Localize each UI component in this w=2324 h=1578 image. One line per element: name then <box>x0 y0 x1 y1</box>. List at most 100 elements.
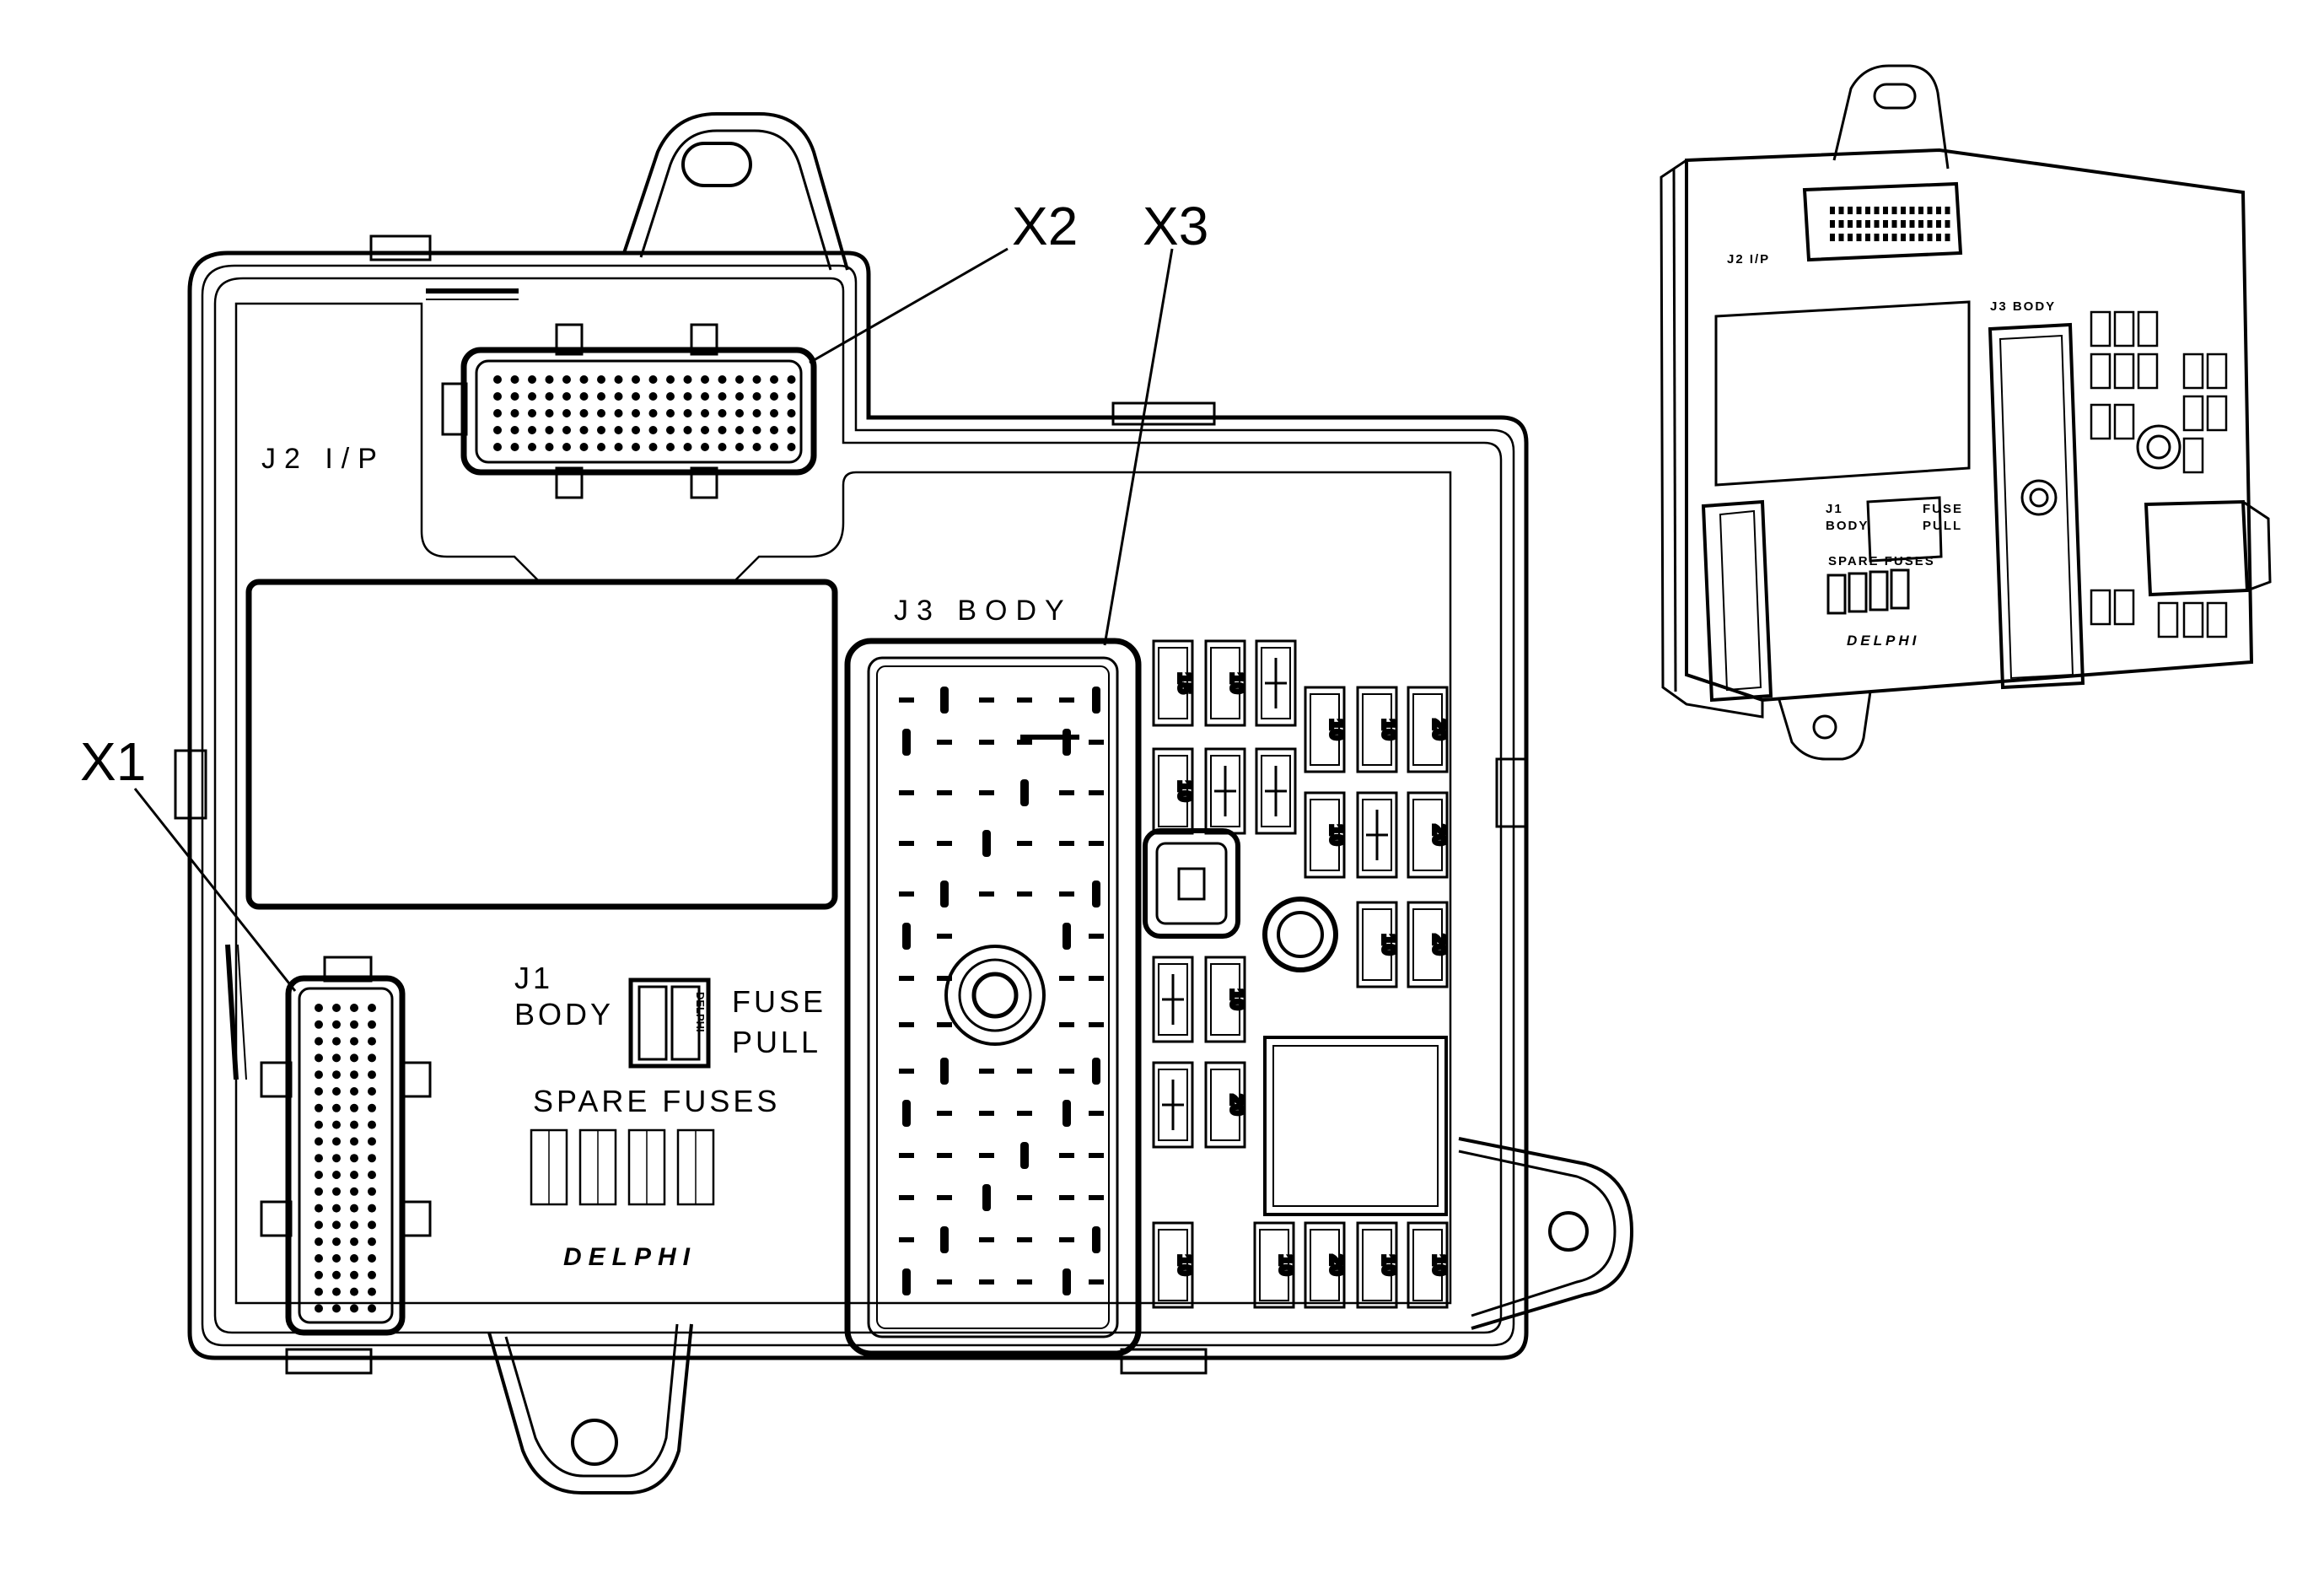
fuse <box>2206 353 2228 390</box>
pin <box>666 409 675 417</box>
pin <box>1830 207 1835 214</box>
fuse <box>1255 639 1297 727</box>
terminal <box>1017 1069 1032 1074</box>
pin <box>315 1020 323 1029</box>
terminal <box>979 697 994 703</box>
pin <box>787 426 796 434</box>
pin <box>493 443 502 451</box>
j2-label: J2 I/P <box>261 443 385 475</box>
fuse-rating: 10 <box>1379 1255 1400 1275</box>
pin <box>666 443 675 451</box>
pin <box>1945 220 1950 228</box>
pin <box>350 1103 358 1112</box>
pin <box>350 1220 358 1230</box>
pin <box>545 426 554 434</box>
terminal <box>1089 1153 1104 1158</box>
terminal <box>937 841 952 846</box>
pin <box>368 1020 376 1029</box>
fuse: 10 <box>1356 1221 1401 1309</box>
pin <box>1865 207 1870 214</box>
terminal <box>1089 1279 1104 1284</box>
pin <box>493 375 502 384</box>
terminal <box>899 891 914 897</box>
terminal <box>940 1226 949 1253</box>
terminal <box>1089 976 1104 981</box>
pin <box>350 1053 358 1063</box>
terminal <box>1092 1058 1100 1085</box>
pin <box>562 375 571 384</box>
pin <box>545 375 554 384</box>
fuse-pull-line2: PULL <box>732 1025 821 1059</box>
terminal <box>979 1111 994 1116</box>
fuse-rating: 20 <box>1326 1255 1348 1275</box>
pin <box>493 392 502 401</box>
terminal <box>899 1069 914 1074</box>
fuse <box>1152 1061 1194 1149</box>
pin <box>315 1237 323 1247</box>
pin <box>666 392 675 401</box>
terminal <box>937 1022 952 1027</box>
pin <box>368 1287 376 1296</box>
terminal <box>899 1022 914 1027</box>
pin <box>770 392 778 401</box>
pin <box>368 1004 376 1012</box>
pin <box>579 426 589 434</box>
pin <box>683 409 692 417</box>
x2-leader <box>809 247 1009 364</box>
terminal <box>1089 740 1104 745</box>
fuse <box>2090 353 2112 390</box>
pin <box>315 1287 323 1296</box>
terminal <box>979 1279 994 1284</box>
terminal <box>899 1195 914 1200</box>
fuse: 10 <box>1152 747 1197 835</box>
fuse: 10 <box>1356 686 1401 773</box>
pin <box>545 409 554 417</box>
relay-large <box>1263 1036 1448 1216</box>
terminal <box>902 1268 911 1295</box>
pin <box>683 392 692 401</box>
pin <box>332 1137 341 1146</box>
pin <box>597 392 605 401</box>
fuse-rating: 10 <box>1175 1255 1196 1275</box>
pin <box>1909 220 1915 228</box>
terminal <box>899 1153 914 1158</box>
terminal <box>979 740 994 745</box>
fuse <box>2137 310 2159 347</box>
pin <box>332 1287 341 1296</box>
terminal <box>1062 923 1071 950</box>
pin <box>770 375 778 384</box>
pin <box>1927 220 1933 228</box>
pin <box>368 1187 376 1196</box>
j1-label-line2: BODY <box>514 997 614 1031</box>
pin <box>315 1103 323 1112</box>
terminal <box>1059 976 1074 981</box>
pin <box>597 426 605 434</box>
pin <box>648 409 658 417</box>
terminal <box>1059 1069 1074 1074</box>
terminal <box>1059 1022 1074 1027</box>
pin <box>493 426 502 434</box>
pin <box>632 392 640 401</box>
pin <box>1901 220 1906 228</box>
terminal <box>1089 934 1104 939</box>
fuse: 20 <box>1407 791 1452 879</box>
j1-connector <box>225 944 432 1336</box>
terminal <box>1089 790 1104 795</box>
terminal <box>1059 790 1074 795</box>
pin <box>350 1037 358 1046</box>
j3-label: J3 BODY <box>894 595 1073 627</box>
pin <box>632 375 640 384</box>
pin <box>332 1220 341 1230</box>
pin <box>1909 234 1915 241</box>
pin <box>1883 220 1888 228</box>
pin <box>350 1171 358 1179</box>
pin <box>368 1053 376 1063</box>
fuse: 20 <box>1407 686 1452 773</box>
terminal <box>1017 1237 1032 1242</box>
pin <box>315 1154 323 1163</box>
pin <box>332 1004 341 1012</box>
fuse <box>2157 601 2179 638</box>
pin <box>562 392 571 401</box>
pin <box>1856 220 1862 228</box>
